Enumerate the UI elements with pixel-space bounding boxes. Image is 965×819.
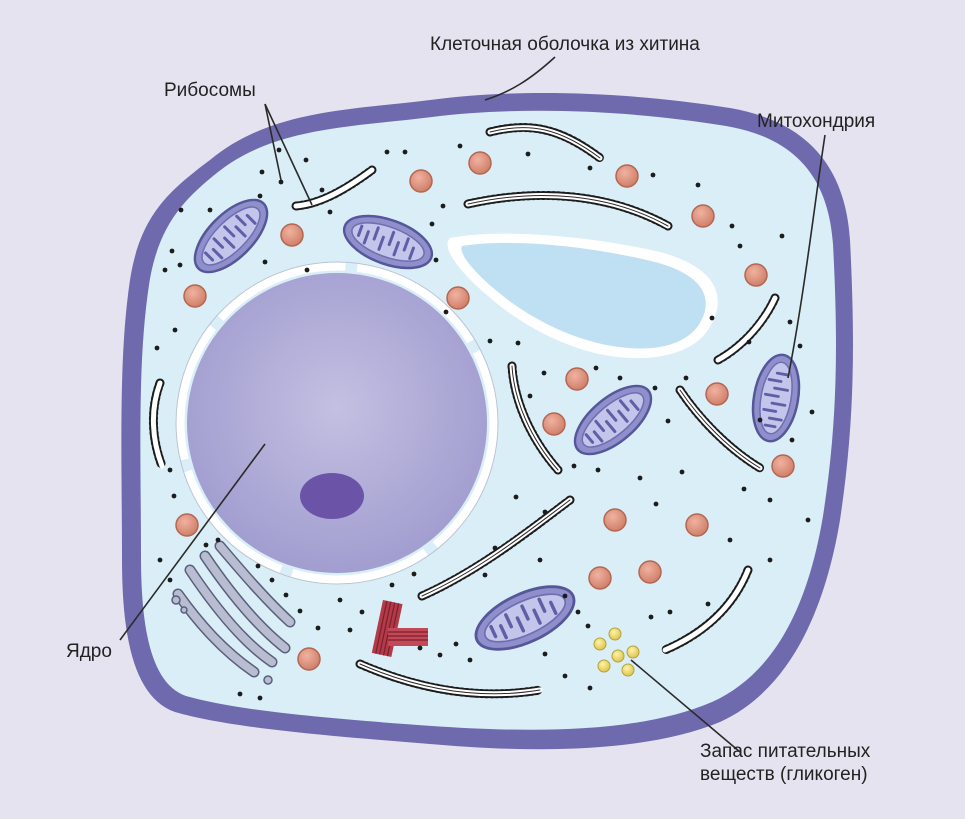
leader-ribosomes-a (264, 103, 282, 181)
label-ribosomes: Рибосомы (164, 80, 256, 101)
label-nucleus: Ядро (66, 641, 112, 662)
vesicles (175, 151, 795, 671)
vacuole-lumen (461, 242, 706, 349)
leader-cell-wall (484, 56, 556, 101)
label-cell-wall: Клеточная оболочка из хитина (430, 34, 700, 55)
label-mitochondrion: Митохондрия (757, 111, 875, 132)
leader-mitochondrion (787, 134, 826, 379)
centrioles (371, 600, 428, 657)
ribosomes-free (154, 143, 815, 701)
nuclear-envelope (175, 261, 499, 585)
label-glycogen-line1: Запас питательных (700, 741, 871, 762)
leader-lines (119, 56, 826, 753)
leader-ribosomes-b (264, 103, 313, 206)
label-glycogen-line2: веществ (гликоген) (700, 764, 868, 785)
leader-nucleus (119, 443, 266, 641)
nuclear-envelope-outline (175, 261, 499, 585)
rough-er (149, 123, 780, 699)
leader-glycogen (630, 659, 741, 753)
nucleus (187, 273, 487, 573)
nucleolus (300, 473, 364, 519)
glycogen-granules (593, 627, 640, 677)
golgi-apparatus (171, 540, 296, 685)
